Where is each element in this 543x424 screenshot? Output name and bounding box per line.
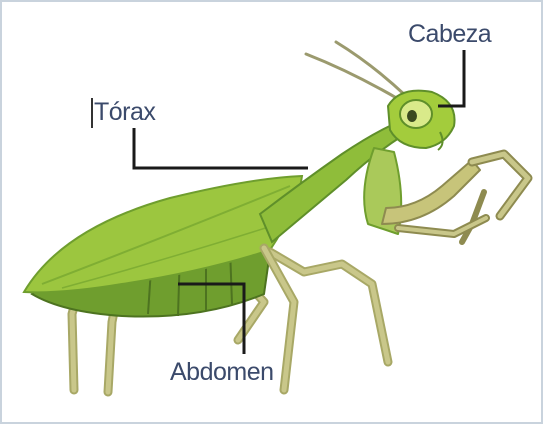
label-cabeza: Cabeza	[408, 20, 491, 49]
label-abdomen: Abdomen	[170, 358, 274, 387]
front-legs	[364, 148, 528, 242]
head	[388, 91, 455, 150]
label-torax: Tórax	[94, 98, 155, 127]
antennae	[306, 42, 406, 100]
text-cursor	[91, 98, 93, 128]
leader-line-torax	[134, 128, 308, 168]
middle-legs	[264, 248, 388, 390]
